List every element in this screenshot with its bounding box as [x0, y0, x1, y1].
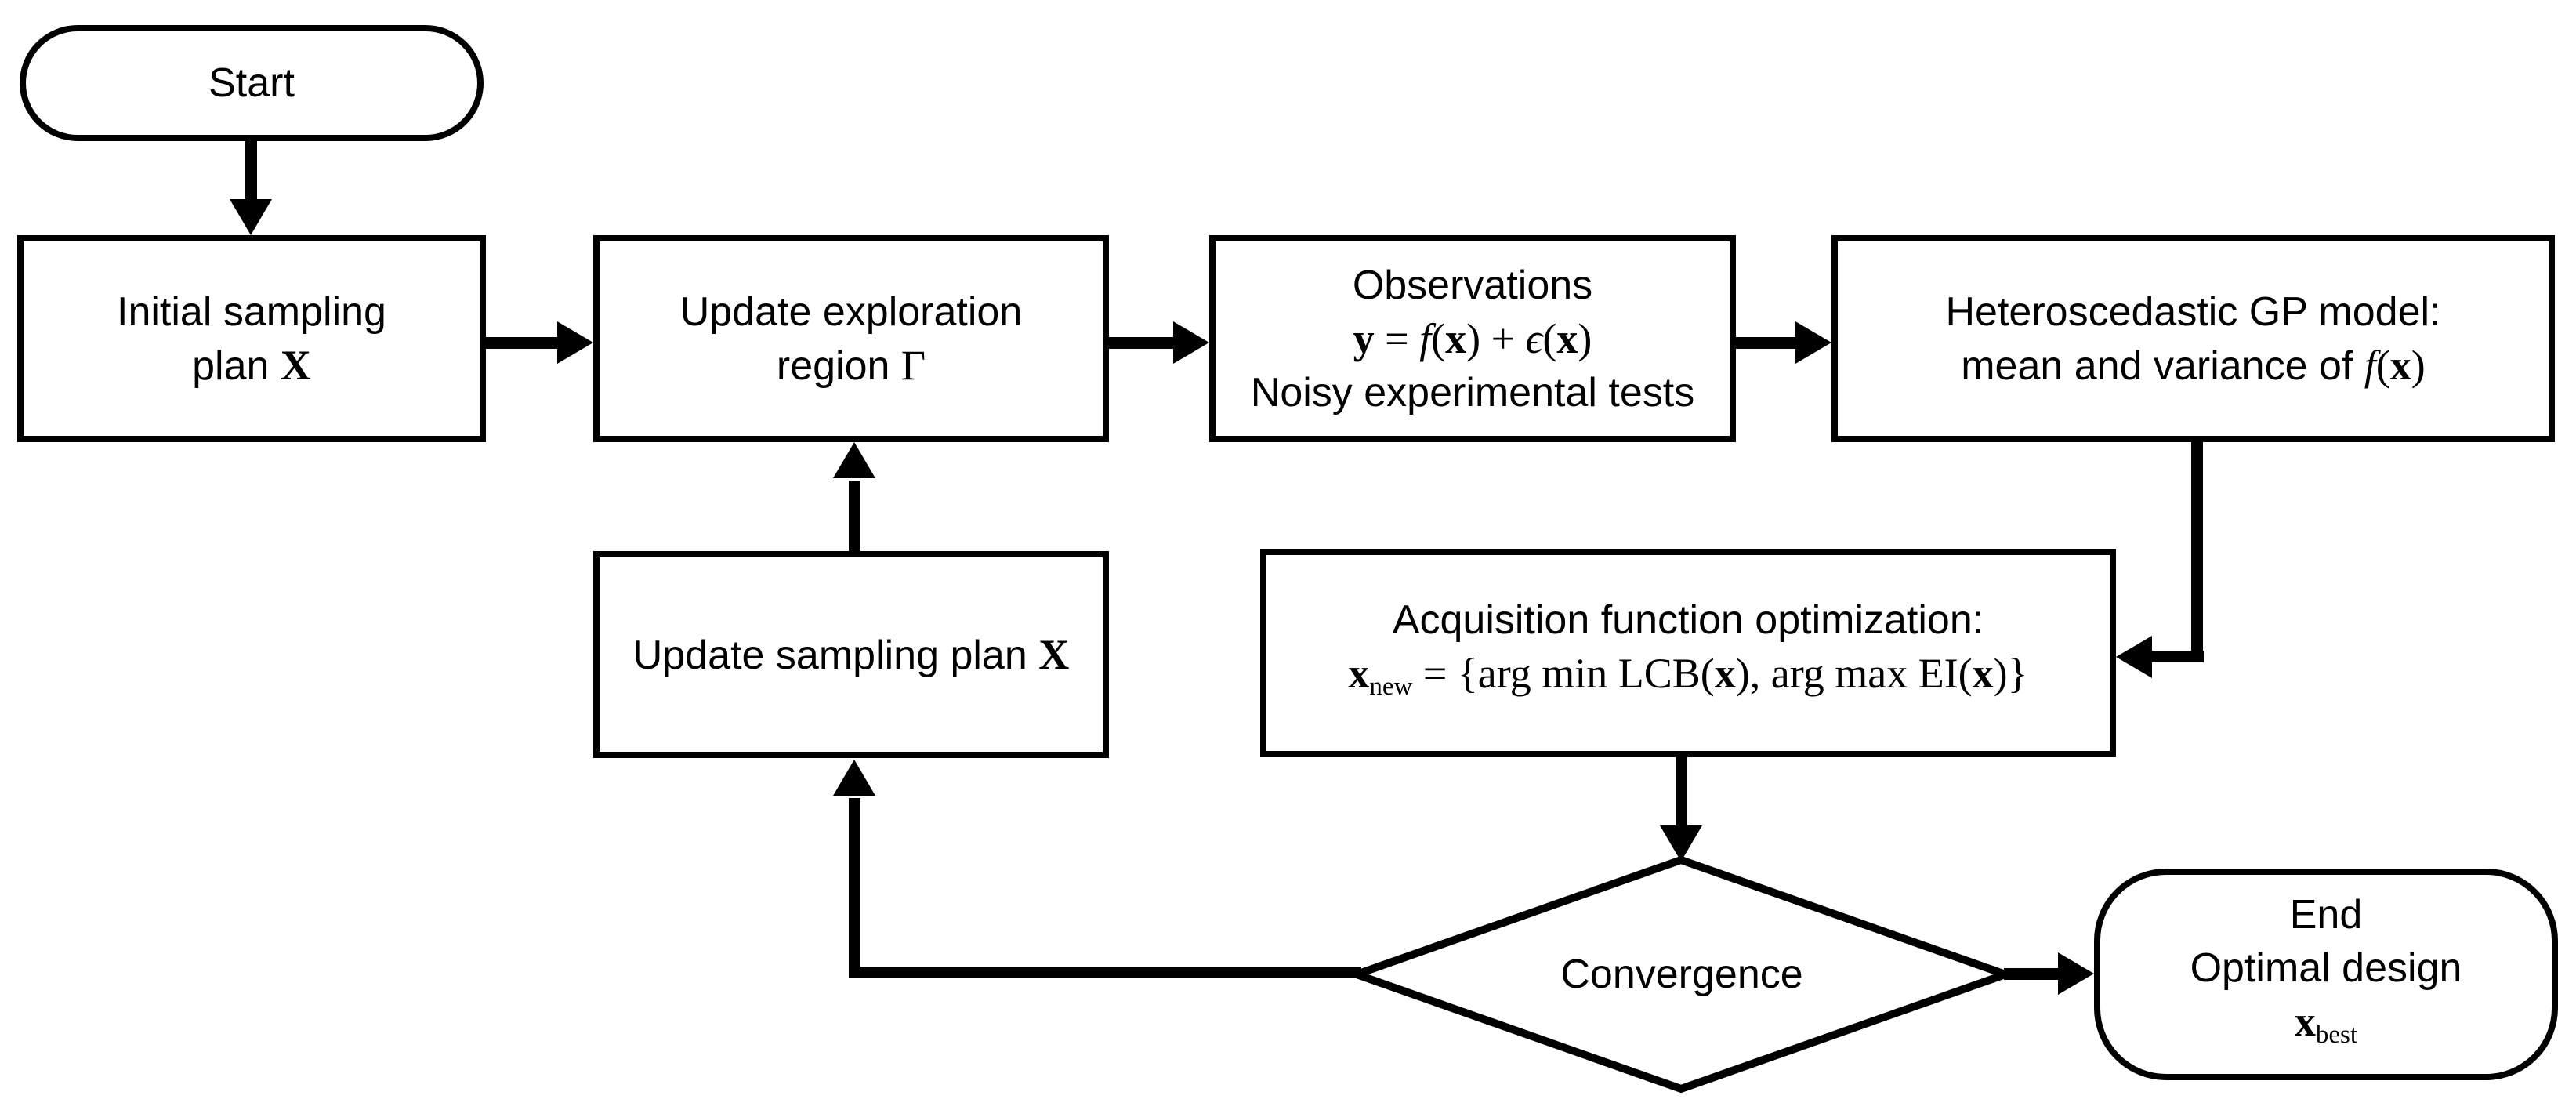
- edge-update-sampling-to-exploration-shaft: [849, 481, 860, 553]
- math-paren: ): [1578, 314, 1592, 362]
- math-paren: (: [1542, 314, 1557, 362]
- node-heteroscedastic-gp-model: Heteroscedastic GP model: mean and varia…: [1831, 235, 2555, 442]
- edge-start-to-initial-shaft: [245, 140, 257, 202]
- edge-gp-to-acquisition-arrowhead: [2116, 636, 2152, 678]
- math-function-f: f: [2364, 341, 2376, 389]
- edge-initial-to-exploration-shaft: [486, 337, 558, 349]
- edge-convergence-to-update-sampling-horizontal-shaft: [849, 967, 1361, 978]
- math-vector-x: x: [1972, 649, 1994, 697]
- math-vector-x: x: [2389, 341, 2411, 389]
- edge-convergence-to-update-sampling-arrowhead: [833, 760, 875, 796]
- math-vector-X: X: [280, 341, 311, 389]
- observations-line3: Noisy experimental tests: [1250, 369, 1695, 415]
- edge-exploration-to-observations-shaft: [1109, 337, 1175, 349]
- edge-initial-to-exploration-arrowhead: [557, 321, 593, 364]
- math-equals: =: [1374, 314, 1420, 362]
- math-vector-x: x: [1714, 649, 1736, 697]
- node-initial-sampling-plan: Initial sampling plan X: [17, 235, 486, 442]
- math-epsilon: ϵ: [1525, 314, 1543, 362]
- gp-model-line2-text: mean and variance of: [1961, 343, 2364, 389]
- node-end: End Optimal design xbest: [2094, 869, 2558, 1080]
- observations-line1: Observations: [1352, 262, 1593, 308]
- edge-gp-to-acquisition-horizontal-shaft: [2150, 651, 2204, 662]
- node-update-sampling-plan: Update sampling plan X: [593, 551, 1109, 758]
- observations-equation: y = f(x) + ϵ(x): [1353, 312, 1592, 366]
- acquisition-line1: Acquisition function optimization:: [1392, 597, 1984, 643]
- math-paren: (: [1431, 314, 1446, 362]
- edge-acquisition-to-convergence-arrowhead: [1660, 825, 1702, 862]
- update-exploration-line2-text: region: [776, 343, 901, 389]
- end-line2: Optimal design: [2190, 945, 2462, 991]
- node-start: Start: [20, 25, 484, 141]
- gp-model-line2: mean and variance of f(x): [1961, 339, 2426, 393]
- edge-convergence-to-end-arrowhead: [2058, 952, 2094, 995]
- end-line1: End: [2289, 891, 2363, 938]
- edge-start-to-initial-arrowhead: [230, 199, 272, 235]
- math-subscript-best: best: [2315, 1020, 2358, 1049]
- math-vector-x: x: [1348, 649, 1370, 697]
- update-sampling-line1: Update sampling plan X: [633, 628, 1069, 682]
- update-exploration-line1: Update exploration: [679, 288, 1023, 335]
- math-paren: ): [2411, 341, 2426, 389]
- edge-observations-to-gp-arrowhead: [1795, 321, 1831, 364]
- initial-sampling-line2: plan X: [192, 339, 311, 393]
- node-observations: Observations y = f(x) + ϵ(x) Noisy exper…: [1209, 235, 1736, 442]
- edge-observations-to-gp-shaft: [1736, 337, 1797, 349]
- initial-sampling-line1: Initial sampling: [117, 288, 386, 335]
- edge-acquisition-to-convergence-shaft: [1676, 756, 1687, 828]
- node-convergence: Convergence: [1408, 876, 1956, 1073]
- convergence-diamond-shape: [1349, 855, 2013, 1094]
- edge-update-sampling-to-exploration-arrowhead: [833, 442, 875, 478]
- node-update-exploration-region: Update exploration region Γ: [593, 235, 1109, 442]
- end-line3: xbest: [2295, 995, 2357, 1061]
- node-acquisition-function-optimization: Acquisition function optimization: xnew …: [1260, 549, 2116, 757]
- edge-convergence-to-end-shaft: [2004, 968, 2062, 980]
- math-function-f: f: [1419, 314, 1432, 362]
- edge-exploration-to-observations-arrowhead: [1173, 321, 1209, 364]
- edge-gp-to-acquisition-vertical-shaft: [2191, 441, 2203, 662]
- math-close-brace: )}: [1993, 649, 2028, 697]
- update-sampling-line1-text: Update sampling plan: [632, 632, 1039, 678]
- math-argmax-ei: ), arg max EI(: [1735, 649, 1973, 697]
- math-argmin-lcb: = {arg min LCB(: [1412, 649, 1715, 697]
- acquisition-equation: xnew = {arg min LCB(x), arg max EI(x)}: [1348, 647, 2027, 713]
- math-vector-y: y: [1353, 314, 1375, 362]
- math-gamma-symbol: Γ: [900, 341, 926, 389]
- gp-model-line1: Heteroscedastic GP model:: [1945, 288, 2441, 335]
- math-vector-x: x: [1445, 314, 1467, 362]
- edge-convergence-to-update-sampling-vertical-shaft: [849, 798, 860, 978]
- math-vector-X: X: [1038, 630, 1070, 678]
- math-paren: (: [2375, 341, 2390, 389]
- initial-sampling-line2-text: plan: [192, 343, 281, 389]
- update-exploration-line2: region Γ: [777, 339, 926, 393]
- math-vector-x: x: [2294, 997, 2316, 1045]
- math-plus: ) +: [1466, 314, 1526, 362]
- convergence-label: Convergence: [1560, 952, 1803, 997]
- math-subscript-new: new: [1369, 672, 1413, 701]
- math-vector-x: x: [1556, 314, 1578, 362]
- start-label: Start: [208, 60, 295, 106]
